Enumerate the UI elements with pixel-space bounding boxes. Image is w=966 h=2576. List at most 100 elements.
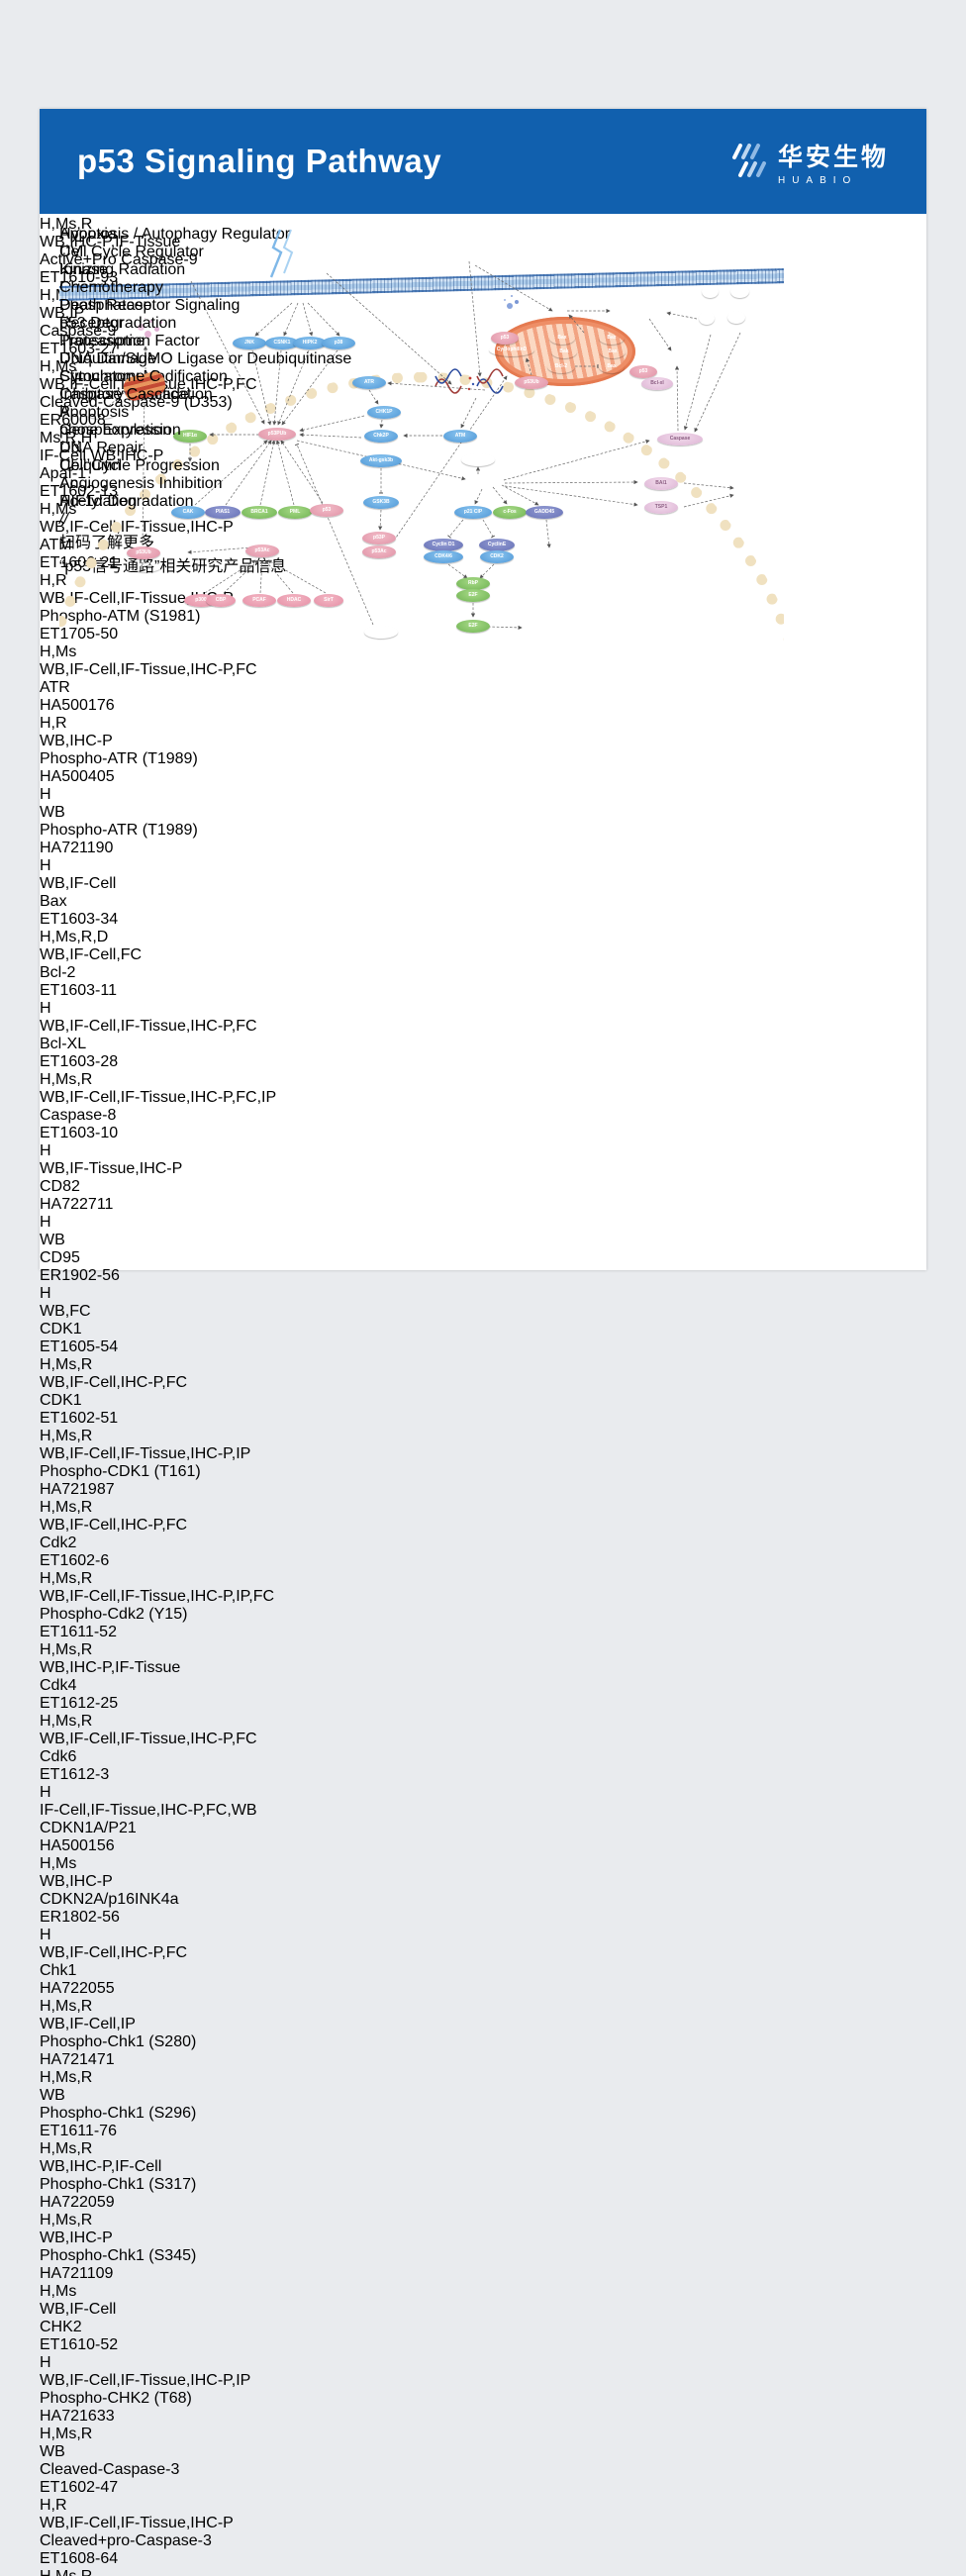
catalog-number: ET1603-28 xyxy=(40,1053,119,1070)
application: IF-Cell,IF-Tissue,IHC-P,FC,WB xyxy=(40,1802,257,1819)
node-pten: PTEN xyxy=(461,453,495,466)
application: IF-Cell,WB,IHC-P xyxy=(40,447,164,464)
application: WB,IF-Cell,IF-Tissue,IHC-P,IP xyxy=(40,2372,251,2389)
node-akt-gsk3b: Akt-gsk3b xyxy=(360,453,402,467)
product-name: Caspase-8 xyxy=(40,1107,117,1124)
catalog-number: HA721190 xyxy=(40,840,114,856)
reactivity: H,Ms xyxy=(40,358,77,375)
reactivity: H,Ms,R xyxy=(40,2069,93,2086)
node-bai1: BAI1 xyxy=(644,476,678,490)
diagram-label: Angiogenesis Inhibition xyxy=(59,475,223,492)
node-gsk3b: GSK3B xyxy=(363,495,399,509)
catalog-number: ET1612-3 xyxy=(40,1766,110,1783)
catalog-number: ET1608-64 xyxy=(40,2550,119,2567)
qr-code: // xyxy=(59,511,68,528)
product-name: Cleaved+pro-Caspase-3 xyxy=(40,2532,212,2549)
ac-badge-icon: Ac xyxy=(380,547,387,554)
product-name: Bax xyxy=(40,893,67,910)
legend-label: Apoptosis / Autophagy Regulator xyxy=(59,226,291,243)
product-name: Phospho-Chk1 (S345) xyxy=(40,2247,197,2264)
application: WB,IHC-P xyxy=(40,2229,113,2246)
reactivity: H,Ms,R xyxy=(40,1499,93,1516)
legend-item: Cell Cycle Regulator xyxy=(59,244,913,261)
legend-item: Kinase xyxy=(59,261,913,279)
catalog-number: HA500405 xyxy=(40,768,115,785)
node-caspase: Caspase xyxy=(657,432,703,446)
reactivity: H,R xyxy=(40,572,67,589)
node-p21-cip: p21 CIP xyxy=(454,505,492,519)
catalog-number: ET1612-25 xyxy=(40,1695,119,1712)
product-name: Phospho-CHK2 (T68) xyxy=(40,2390,192,2407)
node-pcaf: PCAF xyxy=(242,593,276,607)
product-name: Cleaved-Caspase-3 xyxy=(40,2461,180,2478)
product-name: Phospho-Chk1 (S317) xyxy=(40,2176,197,2193)
product-name: Bcl-XL xyxy=(40,1036,87,1052)
product-name: CDKN2A/p16INK4a xyxy=(40,1891,179,1908)
node-fas: Fas xyxy=(699,312,715,325)
legend-label: Ubiquitin/SUMO Ligase or Deubiquitinase xyxy=(59,350,352,367)
application: WB,IHC-P xyxy=(40,1873,113,1890)
node-cyclophilind: CyclophilinD xyxy=(489,344,534,356)
node-cak: CAK xyxy=(171,505,205,519)
reactivity: H,Ms,R xyxy=(40,1998,93,2015)
catalog-number: ET1603-34 xyxy=(40,911,119,928)
reactivity: H,Ms xyxy=(40,1855,77,1872)
catalog-number: HA722059 xyxy=(40,2194,115,2211)
node-bak: Bak xyxy=(551,346,577,358)
application: WB xyxy=(40,2087,65,2104)
node-c-fos: c-Fos xyxy=(493,505,527,519)
pathway-arrows xyxy=(108,260,741,630)
node-e2f: E2F xyxy=(456,588,490,602)
node-atm: ATM xyxy=(443,429,477,443)
product-name: Cdk6 xyxy=(40,1748,77,1765)
application: WB,IHC-P xyxy=(40,733,113,749)
reactivity: H,R xyxy=(40,715,67,732)
nuclear-membrane xyxy=(59,372,784,657)
catalog-number: HA721987 xyxy=(40,1481,115,1498)
application: WB,IF-Cell,IP xyxy=(40,2016,136,2032)
reactivity: H,Ms,R xyxy=(40,2426,93,2442)
reactivity: H,Ms,R xyxy=(40,2568,926,2576)
application: WB xyxy=(40,2443,65,2460)
p-badge-icon: P xyxy=(276,430,280,437)
product-name: Cleaved-Caspase-9 (D353) xyxy=(40,394,233,411)
reactivity: H,Ms,R xyxy=(40,1356,93,1373)
poster-title: p53 Signaling Pathway xyxy=(77,143,442,179)
pP-swatch-icon: P xyxy=(59,404,70,421)
legend-label: phosphorylation xyxy=(59,422,171,439)
catalog-number: HA500156 xyxy=(40,1837,115,1854)
legend-label: Receptor xyxy=(59,315,124,332)
application: WB,IHC-P,IF-Tissue xyxy=(40,1659,181,1676)
legend-label: Kinase xyxy=(59,261,108,278)
catalog-number: ET1610-93 xyxy=(40,269,119,286)
application: WB,IF-Cell xyxy=(40,2301,117,2318)
node-cyclin-d1: Cyclin D1 xyxy=(424,538,463,551)
node-fasl: FasL xyxy=(702,285,719,298)
pAc-swatch-icon: Ac xyxy=(59,475,78,492)
reactivity: H,Ms,R xyxy=(40,2212,93,2229)
legend-label: Cell Cycle Regulator xyxy=(59,244,204,260)
node-tsp1: TSP1 xyxy=(644,500,678,514)
legend-item: Ubiquitin/SUMO Ligase or Deubiquitinase xyxy=(59,350,913,368)
reactivity: H,R xyxy=(40,2497,67,2514)
product-name: CD95 xyxy=(40,1249,80,1266)
node-pias1: PIAS1 xyxy=(205,505,241,519)
